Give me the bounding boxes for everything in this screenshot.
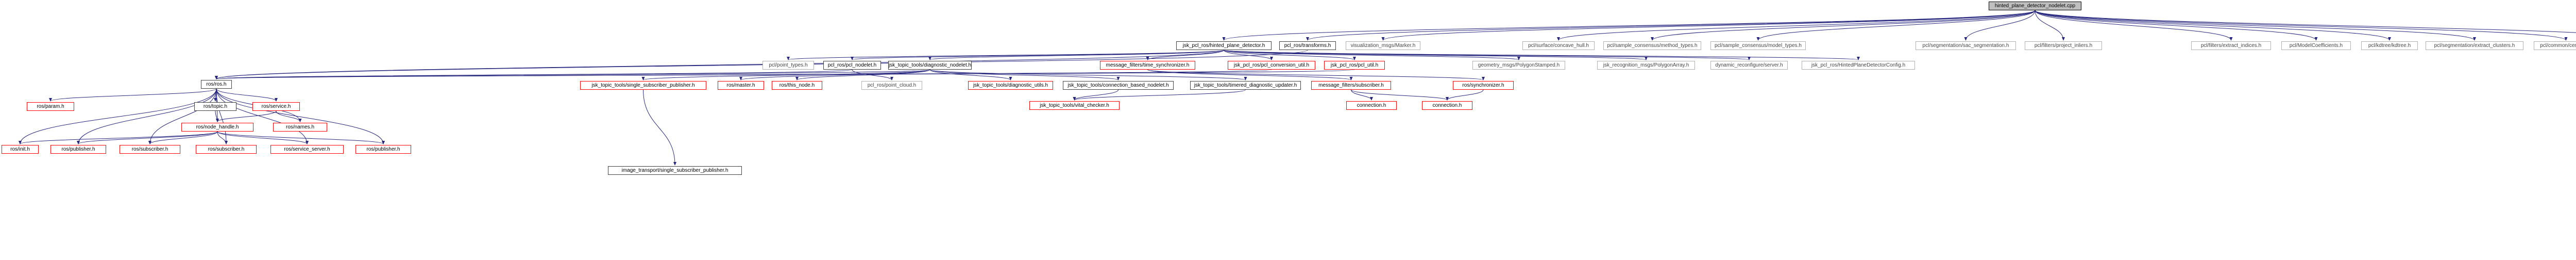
graph-node-label: ros/synchronizer.h bbox=[1462, 82, 1504, 88]
graph-node-label: jsk_topic_tools/connection_based_nodelet… bbox=[1067, 82, 1169, 88]
graph-node-label: pcl/filters/project_inliers.h bbox=[2034, 42, 2093, 48]
graph-node-n_method[interactable]: pcl/sample_consensus/method_types.h bbox=[1603, 41, 1701, 50]
graph-node-label: jsk_pcl_ros/pcl_util.h bbox=[1330, 62, 1379, 68]
graph-node-n_vismark[interactable]: visualization_msgs/Marker.h bbox=[1346, 41, 1420, 50]
graph-node-label: pcl/sample_consensus/method_types.h bbox=[1607, 42, 1698, 48]
graph-node-n_jsktopicdiag[interactable]: jsk_topic_tools/diagnostic_nodelet.h bbox=[888, 61, 972, 70]
graph-node-label: dynamic_reconfigure/server.h bbox=[1715, 62, 1783, 68]
graph-node-label: ros/topic.h bbox=[203, 103, 228, 109]
graph-node-label: ros/node_handle.h bbox=[196, 124, 239, 130]
graph-node-label: ros/publisher.h bbox=[366, 146, 400, 152]
graph-node-label: ros/master.h bbox=[726, 82, 755, 88]
graph-node-n_pub2[interactable]: ros/publisher.h bbox=[355, 145, 411, 154]
graph-node-label: connection.h bbox=[1357, 102, 1386, 108]
graph-node-label: image_transport/single_subscriber_publis… bbox=[621, 167, 728, 173]
graph-node-label: jsk_topic_tools/single_subscriber_publis… bbox=[591, 82, 695, 88]
graph-node-label: pcl/kdtree/kdtree.h bbox=[2368, 42, 2411, 48]
graph-node-n_pclnodelet[interactable]: pcl_ros/pcl_nodelet.h bbox=[823, 61, 881, 70]
graph-node-n_conn1[interactable]: connection.h bbox=[1346, 101, 1397, 110]
graph-node-label: ros/subscriber.h bbox=[131, 146, 168, 152]
graph-node-label: pcl_ros/transforms.h bbox=[1284, 42, 1331, 48]
graph-node-label: jsk_recognition_msgs/PolygonArray.h bbox=[1603, 62, 1689, 68]
graph-node-label: jsk_topic_tools/diagnostic_utils.h bbox=[973, 82, 1048, 88]
graph-node-n_extrind[interactable]: pcl/filters/extract_indices.h bbox=[2191, 41, 2271, 50]
graph-node-n_pcltrans[interactable]: pcl_ros/transforms.h bbox=[1279, 41, 1336, 50]
graph-node-n_rostopic[interactable]: ros/topic.h bbox=[194, 102, 236, 111]
graph-node-n_recogmsg[interactable]: jsk_recognition_msgs/PolygonArray.h bbox=[1597, 61, 1695, 70]
graph-node-label: pcl/segmentation/sac_segmentation.h bbox=[1922, 42, 2009, 48]
graph-node-n_nodehandle[interactable]: ros/node_handle.h bbox=[181, 123, 253, 132]
graph-node-n_jsktimed[interactable]: jsk_topic_tools/timered_diagnostic_updat… bbox=[1190, 81, 1301, 90]
graph-node-n_jskchecker[interactable]: jsk_topic_tools/vital_checker.h bbox=[1029, 101, 1120, 110]
graph-node-label: ros/param.h bbox=[37, 103, 64, 109]
graph-node-label: ros/names.h bbox=[285, 124, 315, 130]
graph-node-label: pcl/point_types.h bbox=[769, 62, 808, 68]
graph-node-label: pcl/ModelCoefficients.h bbox=[2289, 42, 2343, 48]
graph-node-n_names[interactable]: ros/names.h bbox=[273, 123, 327, 132]
graph-node-label: hinted_plane_detector_nodelet.cpp bbox=[1994, 3, 2076, 9]
graph-node-n_pclcloud[interactable]: pcl_ros/point_cloud.h bbox=[861, 81, 922, 90]
graph-node-label: visualization_msgs/Marker.h bbox=[1350, 42, 1416, 48]
graph-node-n_extrcl[interactable]: pcl/segmentation/extract_clusters.h bbox=[2426, 41, 2523, 50]
graph-node-n_rosros[interactable]: ros/ros.h bbox=[201, 80, 232, 89]
graph-node-label: pcl/sample_consensus/model_types.h bbox=[1715, 42, 1802, 48]
graph-node-n_msgsub[interactable]: message_filters/subscriber.h bbox=[1311, 81, 1391, 90]
graph-node-label: pcl/segmentation/extract_clusters.h bbox=[2434, 42, 2515, 48]
graph-node-label: ros/ros.h bbox=[206, 81, 227, 87]
graph-node-label: connection.h bbox=[1432, 102, 1462, 108]
graph-node-n_convhull[interactable]: pcl/surface/concave_hull.h bbox=[1522, 41, 1595, 50]
graph-node-n_modelco[interactable]: pcl/ModelCoefficients.h bbox=[2281, 41, 2351, 50]
graph-node-label: jsk_pcl_ros/hinted_plane_detector.h bbox=[1182, 42, 1265, 48]
graph-node-n_pclutil[interactable]: jsk_pcl_ros/pcl_util.h bbox=[1324, 61, 1385, 70]
graph-node-label: jsk_pcl_ros/HintedPlaneDetectorConfig.h bbox=[1811, 62, 1906, 68]
graph-node-label: pcl_ros/point_cloud.h bbox=[867, 82, 917, 88]
graph-node-n_rosservice[interactable]: ros/service.h bbox=[252, 102, 300, 111]
graph-node-label: jsk_topic_tools/diagnostic_nodelet.h bbox=[888, 62, 972, 68]
graph-node-label: ros/service_server.h bbox=[284, 146, 330, 152]
graph-node-n_pub1[interactable]: ros/publisher.h bbox=[50, 145, 106, 154]
graph-node-label: geometry_msgs/PolygonStamped.h bbox=[1478, 62, 1560, 68]
graph-node-label: ros/publisher.h bbox=[61, 146, 95, 152]
graph-node-n_sacseg[interactable]: pcl/segmentation/sac_segmentation.h bbox=[1916, 41, 2016, 50]
graph-node-label: jsk_topic_tools/vital_checker.h bbox=[1040, 102, 1109, 108]
graph-node-label: ros/this_node.h bbox=[779, 82, 815, 88]
graph-node-label: jsk_pcl_ros/pcl_conversion_util.h bbox=[1233, 62, 1310, 68]
graph-node-n_hpdcfg[interactable]: jsk_pcl_ros/HintedPlaneDetectorConfig.h bbox=[1802, 61, 1915, 70]
graph-node-n_centroid[interactable]: pcl/common/centroid.h bbox=[2534, 41, 2576, 50]
graph-node-n_jskhpd[interactable]: jsk_pcl_ros/hinted_plane_detector.h bbox=[1176, 41, 1272, 50]
graph-node-n_sub2[interactable]: ros/subscriber.h bbox=[196, 145, 257, 154]
graph-node-n_msgfilt[interactable]: message_filters/time_synchronizer.h bbox=[1100, 61, 1195, 70]
graph-node-n_dynrecfg[interactable]: dynamic_reconfigure/server.h bbox=[1710, 61, 1788, 70]
graph-node-n_init[interactable]: ros/init.h bbox=[2, 145, 39, 154]
graph-node-n_rosmaster[interactable]: ros/master.h bbox=[718, 81, 764, 90]
graph-node-label: pcl/common/centroid.h bbox=[2540, 42, 2576, 48]
graph-node-n_kdtree[interactable]: pcl/kdtree/kdtree.h bbox=[2361, 41, 2418, 50]
graph-node-n_modelt[interactable]: pcl/sample_consensus/model_types.h bbox=[1710, 41, 1806, 50]
graph-node-n_conn2[interactable]: connection.h bbox=[1422, 101, 1472, 110]
graph-node-n_jsksubpub[interactable]: jsk_topic_tools/single_subscriber_publis… bbox=[580, 81, 706, 90]
graph-node-label: ros/service.h bbox=[261, 103, 291, 109]
graph-node-n_pclconv[interactable]: jsk_pcl_ros/pcl_conversion_util.h bbox=[1228, 61, 1315, 70]
graph-node-n_jskconn[interactable]: jsk_topic_tools/connection_based_nodelet… bbox=[1063, 81, 1174, 90]
graph-node-n_projinl[interactable]: pcl/filters/project_inliers.h bbox=[2025, 41, 2102, 50]
graph-node-n_pclpt[interactable]: pcl/point_types.h bbox=[762, 61, 814, 70]
graph-node-n_rosparam[interactable]: ros/param.h bbox=[27, 102, 74, 111]
graph-node-label: pcl_ros/pcl_nodelet.h bbox=[827, 62, 877, 68]
graph-node-label: jsk_topic_tools/timered_diagnostic_updat… bbox=[1194, 82, 1297, 88]
graph-node-n_syncer[interactable]: ros/synchronizer.h bbox=[1453, 81, 1514, 90]
graph-node-n_imgtrans[interactable]: image_transport/single_subscriber_publis… bbox=[608, 166, 742, 175]
graph-node-label: message_filters/time_synchronizer.h bbox=[1106, 62, 1190, 68]
graph-node-label: pcl/surface/concave_hull.h bbox=[1528, 42, 1589, 48]
graph-node-root[interactable]: hinted_plane_detector_nodelet.cpp bbox=[1989, 2, 2081, 10]
graph-node-label: message_filters/subscriber.h bbox=[1318, 82, 1384, 88]
graph-node-n_sub1[interactable]: ros/subscriber.h bbox=[120, 145, 180, 154]
graph-node-n_jskdiagut[interactable]: jsk_topic_tools/diagnostic_utils.h bbox=[968, 81, 1053, 90]
graph-node-label: pcl/filters/extract_indices.h bbox=[2200, 42, 2262, 48]
graph-node-label: ros/init.h bbox=[10, 146, 30, 152]
graph-node-n_rosthis[interactable]: ros/this_node.h bbox=[772, 81, 822, 90]
graph-node-n_geom[interactable]: geometry_msgs/PolygonStamped.h bbox=[1472, 61, 1565, 70]
graph-node-n_srvsrv[interactable]: ros/service_server.h bbox=[270, 145, 344, 154]
graph-node-label: ros/subscriber.h bbox=[208, 146, 245, 152]
